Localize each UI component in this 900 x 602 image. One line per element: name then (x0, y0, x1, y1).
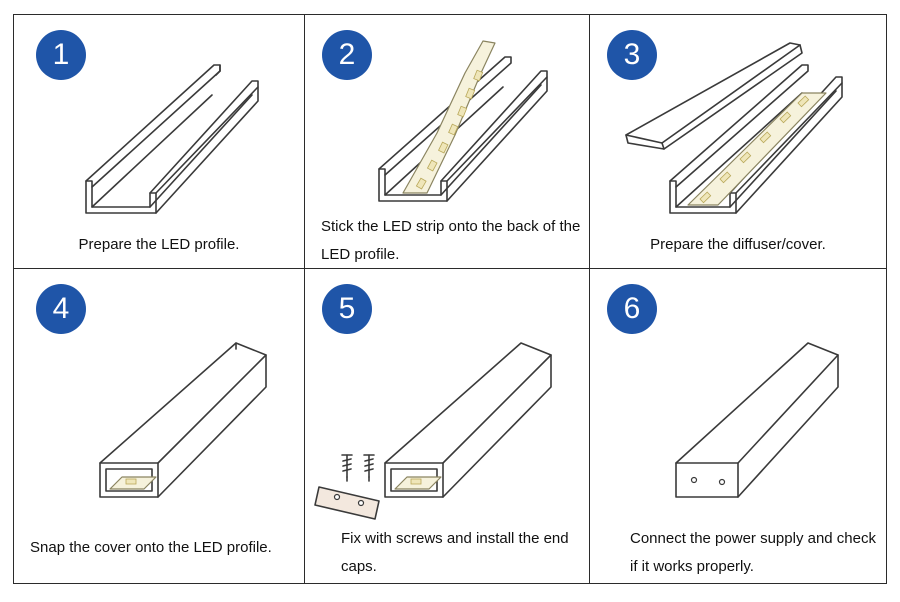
led-chips (415, 69, 484, 190)
step-1-panel: 1 Prepare the LED profile. (14, 15, 304, 268)
led-strip-illustration (378, 40, 548, 202)
step-number-badge: 2 (322, 30, 372, 80)
finished-fixture-illustration (675, 342, 839, 498)
step-caption: Fix with screws and install the end caps… (341, 530, 569, 575)
step-6-panel: 6 Connect the power supply and check if … (590, 269, 886, 583)
step-number-badge: 1 (36, 30, 86, 80)
step-5-panel: 5 Fix with screws and install the end ca… (305, 269, 589, 583)
screw-icon (363, 454, 375, 482)
led-chips (699, 95, 810, 204)
mounting-clip (314, 486, 380, 520)
step-number-badge: 6 (607, 284, 657, 334)
grid-divider (13, 268, 887, 269)
step-2-panel: 2 Stick the LED strip onto the back of t… (305, 15, 589, 268)
step-caption: Snap the cover onto the LED profile. (30, 539, 272, 556)
step-number-badge: 4 (36, 284, 86, 334)
step-caption: Prepare the diffuser/cover. (650, 236, 826, 253)
steps-grid (13, 14, 887, 584)
covered-profile-illustration (99, 342, 267, 498)
step-caption: Connect the power supply and check if it… (630, 530, 876, 575)
grid-divider (304, 14, 305, 584)
diffuser-cover-illustration (625, 42, 843, 214)
step-3-panel: 3 Prepare the diffuser/cover. (590, 15, 886, 268)
step-number-badge: 5 (322, 284, 372, 334)
screws-endcaps-illustration (314, 342, 552, 520)
grid-divider (589, 14, 590, 584)
led-profile-illustration (85, 64, 259, 214)
step-caption: Prepare the LED profile. (78, 236, 240, 253)
step-4-panel: 4 Snap the cover onto the LED profile. (14, 269, 304, 583)
step-caption: Stick the LED strip onto the back of the… (321, 218, 581, 263)
step-number-badge: 3 (607, 30, 657, 80)
screw-icon (341, 454, 353, 482)
